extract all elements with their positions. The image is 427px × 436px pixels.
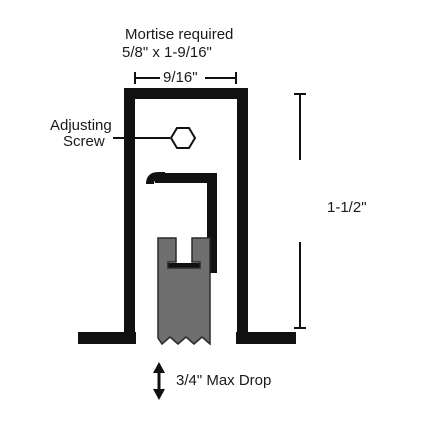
max-drop-arrow-icon: [153, 362, 165, 400]
mortise-size-label: 5/8" x 1-9/16": [122, 44, 212, 61]
carrier-lip: [146, 172, 165, 185]
mortise-label: Mortise required: [125, 26, 234, 43]
adjusting-screw-label-line1: Adjusting: [50, 117, 112, 134]
housing-outline: [78, 88, 296, 344]
adjusting-screw-label-line2: Screw: [63, 133, 105, 150]
adjusting-screw-icon: [169, 127, 197, 149]
height-dimension-label: 1-1/2": [327, 199, 367, 216]
width-dimension-label: 9/16": [163, 69, 198, 86]
housing-inner-line: [135, 99, 237, 332]
max-drop-label: 3/4" Max Drop: [176, 372, 272, 389]
seal-strip: [157, 237, 211, 346]
